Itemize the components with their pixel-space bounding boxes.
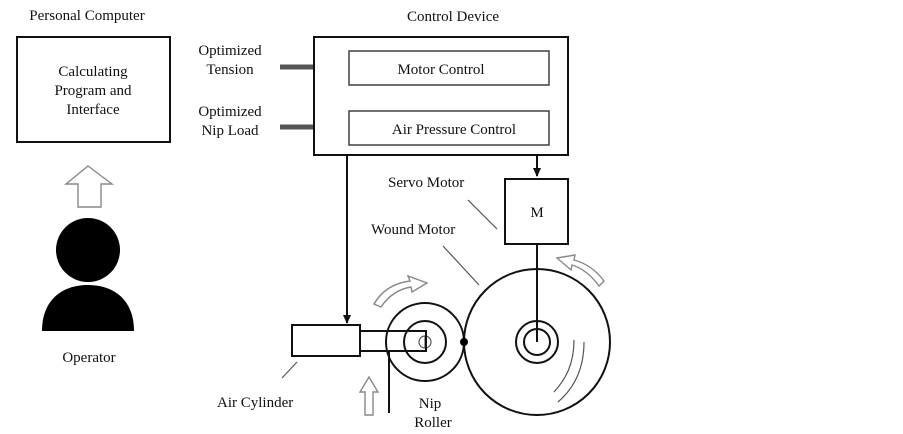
- nip-load-label-1: Optimized: [198, 104, 262, 120]
- nip-roller-label-2: Roller: [414, 415, 452, 431]
- pc-box-line-3: Interface: [66, 102, 120, 118]
- tension-label-2: Tension: [206, 62, 254, 78]
- wound-motor-label: Wound Motor: [371, 222, 455, 238]
- air-cylinder-label: Air Cylinder: [217, 395, 293, 411]
- servo-motor-leader: [467, 199, 498, 230]
- wound-roll-core-inner: [523, 328, 551, 356]
- pc-box-line-1: Calculating: [58, 64, 128, 80]
- motor-control-label: Motor Control: [397, 62, 484, 78]
- air-cylinder-rod: [359, 330, 427, 352]
- air-cylinder-box: [291, 324, 361, 357]
- pc-box-line-2: Program and: [54, 83, 132, 99]
- operator-icon: [42, 218, 134, 331]
- air-cylinder-leader: [281, 361, 298, 379]
- nip-rotation-arrow-icon: [373, 274, 429, 308]
- rotation-mark-1: [553, 339, 575, 393]
- nip-roller-label-1: Nip: [419, 396, 442, 412]
- up-arrow-icon: [64, 165, 115, 208]
- personal-computer-box: [16, 36, 171, 143]
- air-pressure-control-label: Air Pressure Control: [392, 122, 516, 138]
- wound-rotation-arrow-icon: [555, 254, 605, 288]
- personal-computer-title: Personal Computer: [29, 8, 144, 24]
- wound-motor-leader: [442, 245, 480, 286]
- nip-load-label-2: Nip Load: [201, 123, 259, 139]
- nip-point: [460, 338, 468, 346]
- tension-label-1: Optimized: [198, 43, 262, 59]
- rotation-mark-2: [557, 341, 585, 403]
- nip-roller-core: [403, 320, 447, 364]
- wound-roll-core-outer: [515, 320, 559, 364]
- servo-motor-label: Servo Motor: [388, 175, 464, 191]
- nip-push-arrow-icon: [358, 375, 380, 416]
- control-device-title: Control Device: [407, 9, 499, 25]
- air-pressure-control-box: [348, 110, 550, 146]
- servo-motor-symbol: M: [530, 205, 543, 221]
- servo-motor-box: [504, 178, 569, 245]
- motor-control-box: [348, 50, 550, 86]
- operator-label: Operator: [62, 350, 115, 366]
